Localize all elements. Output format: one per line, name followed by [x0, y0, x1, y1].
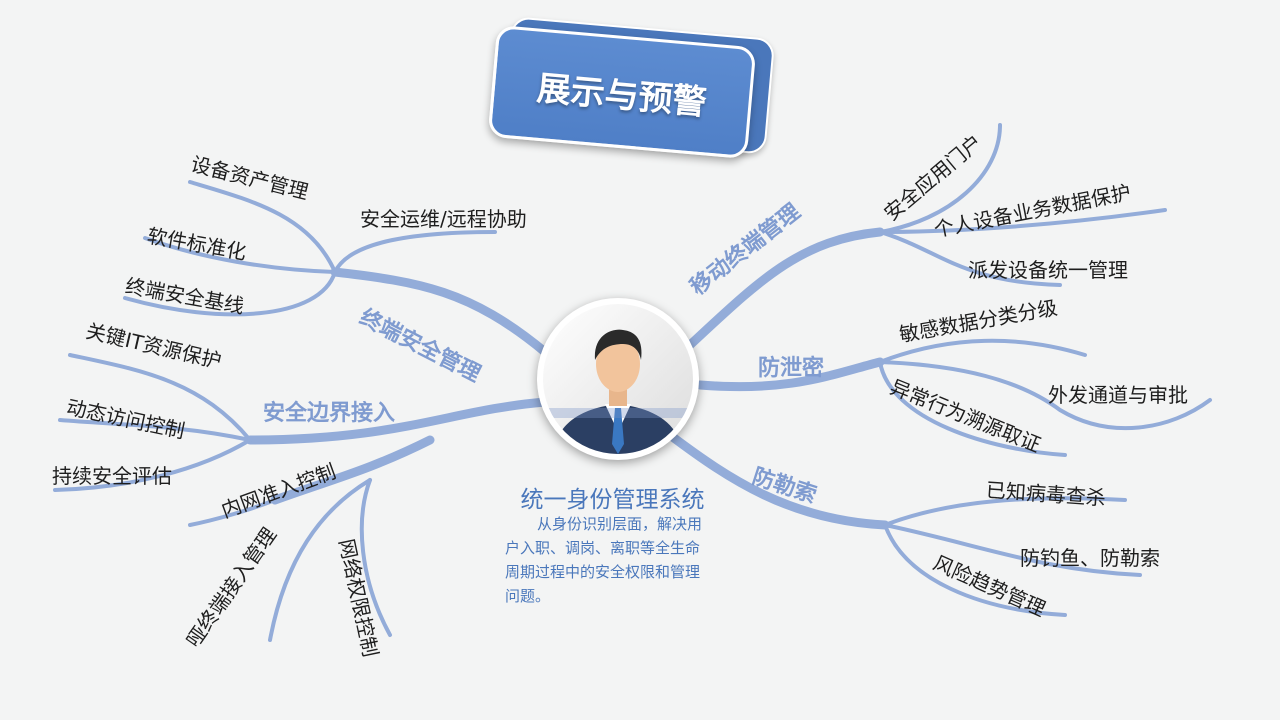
- title-card-text: 展示与预警: [535, 68, 709, 123]
- leaf-branch-dumb: [268, 478, 372, 642]
- leaf-branch-nac: [270, 435, 435, 505]
- leaf-branch-dynamic: [58, 418, 252, 442]
- leaf-branch-antiphish: [883, 523, 1142, 577]
- category-boundary-access: 安全边界接入: [263, 401, 396, 426]
- leaf-anti-phishing: 防钓鱼、防勒索: [1020, 546, 1160, 570]
- leaf-branch-nac-text: [188, 498, 277, 527]
- title-card: 展示与预警: [487, 16, 776, 160]
- leaf-branch-baseline: [123, 270, 337, 317]
- leaf-branch-itres: [68, 353, 252, 442]
- leaf-branch-outbound: [878, 360, 1212, 431]
- leaf-remote-assist: 安全运维/远程协助: [360, 207, 527, 231]
- branch-anti-ransomware: [665, 430, 890, 530]
- leaf-branch-unified: [878, 230, 1062, 287]
- center-description: 从身份识别层面，解决用户入职、调岗、离职等全生命周期过程中的安全权限和管理问题。: [505, 515, 703, 605]
- businessman-icon: [543, 304, 693, 454]
- leaf-branch-assess: [53, 438, 252, 492]
- leaf-branch-software: [143, 236, 337, 274]
- branch-leak-prevention: [695, 357, 885, 392]
- leaf-branch-classify: [878, 338, 1087, 364]
- category-leak-prevention: 防泄密: [758, 356, 825, 381]
- leaf-branch-antivirus: [883, 496, 1127, 527]
- leaf-branch-asset: [188, 180, 337, 274]
- leaf-branch-portal: [878, 123, 1002, 234]
- leaf-branch-trace: [878, 360, 1067, 457]
- center-title: 统一身份管理系统: [520, 487, 705, 513]
- leaf-continuous-assess: 持续安全评估: [52, 464, 172, 488]
- title-card-front: 展示与预警: [487, 24, 757, 160]
- leaf-branch-risk: [883, 523, 1067, 617]
- user-avatar: [537, 298, 699, 460]
- branch-boundary-access: [245, 397, 550, 445]
- leaf-branch-byod: [878, 208, 1167, 234]
- leaf-unified-management: 派发设备统一管理: [968, 258, 1128, 282]
- branch-mobile-terminal: [685, 227, 885, 350]
- leaf-outbound-approval: 外发通道与审批: [1048, 383, 1188, 407]
- leaf-branch-remote: [333, 230, 497, 274]
- leaf-branch-netperm: [359, 478, 392, 637]
- branch-terminal-security: [330, 267, 550, 357]
